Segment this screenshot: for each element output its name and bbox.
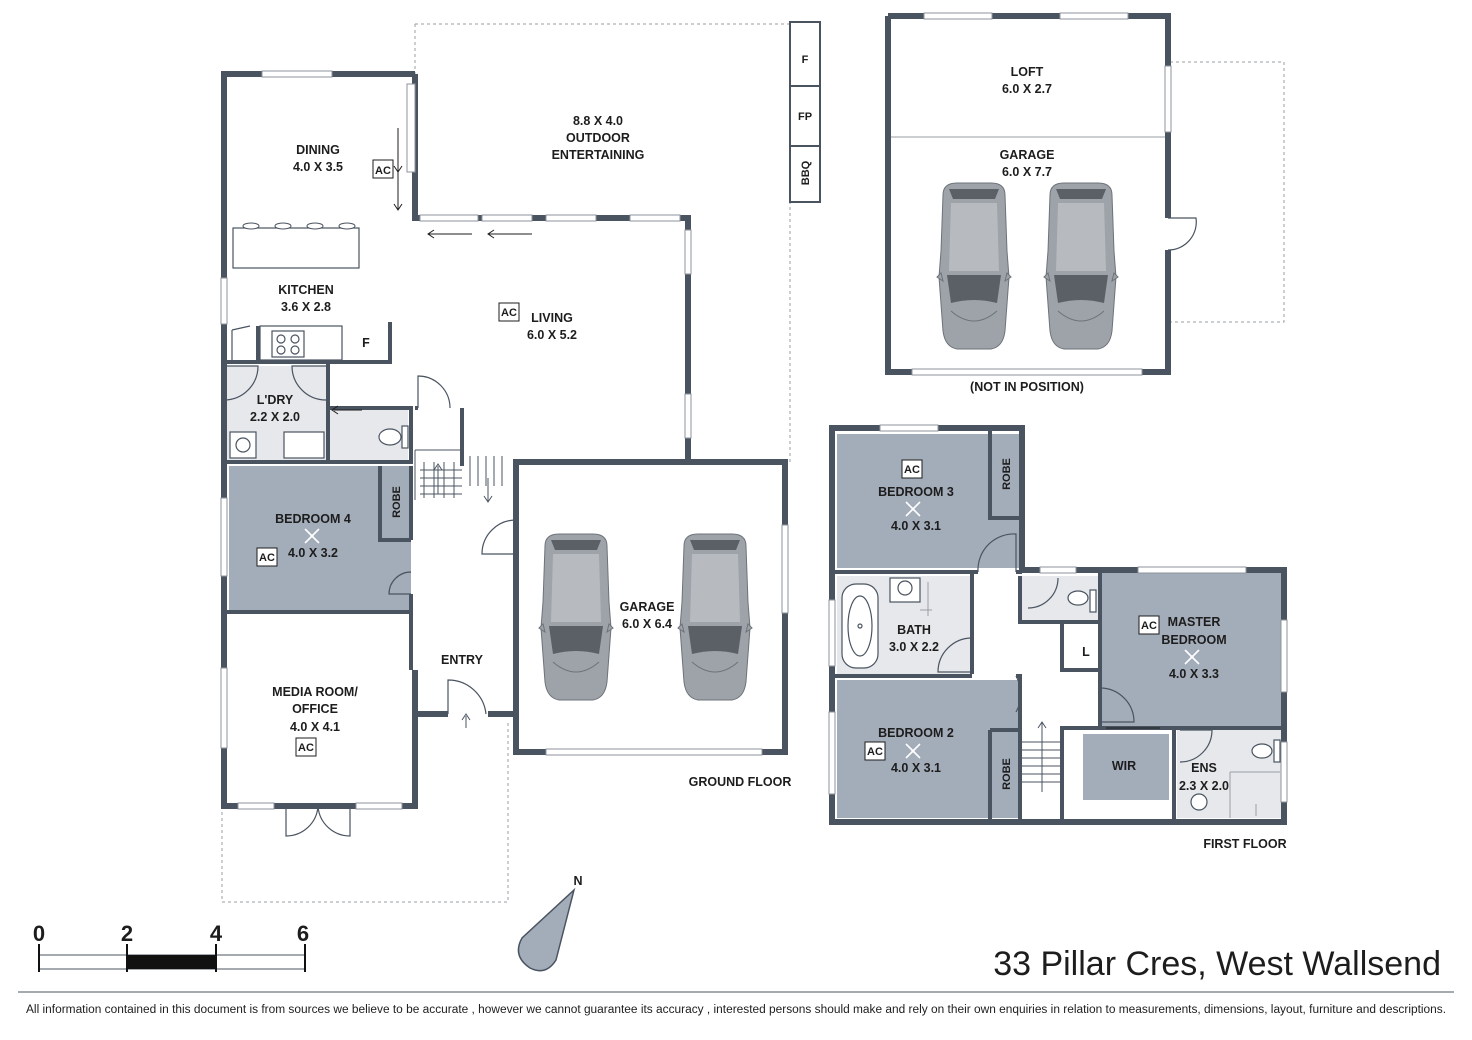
strip-fridge-tag: F: [802, 54, 809, 66]
linen-tag: L: [1082, 645, 1090, 659]
scale-tick-0: 0: [33, 921, 45, 946]
bedroom-2-name: BEDROOM 2: [878, 726, 954, 740]
entry-name: ENTRY: [441, 653, 484, 667]
bedroom-3-name: BEDROOM 3: [878, 485, 954, 499]
media-name-2: OFFICE: [292, 702, 338, 716]
loft-dims: 6.0 X 2.7: [1002, 82, 1052, 96]
scale-tick-4: 4: [210, 921, 223, 946]
dining-name: DINING: [296, 143, 340, 157]
ens-name: ENS: [1191, 761, 1217, 775]
living-dims: 6.0 X 5.2: [527, 328, 577, 342]
media-name-1: MEDIA ROOM/: [272, 685, 358, 699]
bbq-tag: BBQ: [800, 160, 812, 185]
dining-ac-tag: AC: [375, 165, 391, 177]
north-compass: N: [517, 874, 583, 972]
bedroom-3-ac-tag: AC: [904, 464, 920, 476]
master-ac-tag: AC: [1141, 620, 1157, 632]
master-dims: 4.0 X 3.3: [1169, 667, 1219, 681]
sliding-door-arrows: [393, 128, 532, 239]
kitchen-dims: 3.6 X 2.8: [281, 300, 331, 314]
scale-tick-2: 2: [121, 921, 133, 946]
wir-fill: [1083, 734, 1169, 800]
first-floor-label: FIRST FLOOR: [1203, 837, 1286, 851]
master-name-2: BEDROOM: [1161, 633, 1226, 647]
living-name: LIVING: [531, 311, 573, 325]
ground-floor: DINING 4.0 X 3.5 AC 8.8 X 4.0 OUTDOOR EN…: [220, 21, 821, 903]
kitchen-fridge-tag: F: [362, 336, 370, 350]
bedroom-4-name: BEDROOM 4: [275, 512, 351, 526]
outbuilding: LOFT 6.0 X 2.7 GARAGE 6.0 X 7.7 (NOT IN …: [885, 12, 1285, 394]
loft-name: LOFT: [1011, 65, 1044, 79]
bedroom-4-robe-tag: ROBE: [391, 486, 403, 518]
ground-floor-label: GROUND FLOOR: [689, 775, 792, 789]
bedroom-4-dims: 4.0 X 3.2: [288, 546, 338, 560]
media-ac-tag: AC: [298, 742, 314, 754]
scale-bar: 0 2 4 6: [33, 921, 309, 972]
fireplace-tag: FP: [798, 111, 812, 123]
kitchen-name: KITCHEN: [278, 283, 334, 297]
bedroom-3-dims: 4.0 X 3.1: [891, 519, 941, 533]
not-in-position-note: (NOT IN POSITION): [970, 380, 1084, 394]
scale-tick-6: 6: [297, 921, 309, 946]
outbuilding-garage-dims: 6.0 X 7.7: [1002, 165, 1052, 179]
bedroom-4-ac-tag: AC: [259, 552, 275, 564]
garage-dims: 6.0 X 6.4: [622, 617, 672, 631]
outdoor-name-1: OUTDOOR: [566, 131, 630, 145]
living-ac-tag: AC: [501, 307, 517, 319]
laundry-name: L'DRY: [257, 393, 294, 407]
bedroom-2-robe-tag: ROBE: [1001, 758, 1013, 790]
dining-dims: 4.0 X 3.5: [293, 160, 343, 174]
master-name-1: MASTER: [1168, 615, 1221, 629]
bedroom-3-robe-tag: ROBE: [1001, 458, 1013, 490]
laundry-dims: 2.2 X 2.0: [250, 410, 300, 424]
outdoor-name-2: ENTERTAINING: [552, 148, 645, 162]
bedroom-2-ac-tag: AC: [867, 746, 883, 758]
scale-bar-filled-segment: [127, 955, 216, 969]
wir-name: WIR: [1112, 759, 1136, 773]
compass-pointer: [517, 887, 576, 972]
garage-name: GARAGE: [620, 600, 675, 614]
property-address: 33 Pillar Cres, West Wallsend: [993, 945, 1441, 983]
bath-dims: 3.0 X 2.2: [889, 640, 939, 654]
first-floor: AC BEDROOM 3 4.0 X 3.1 ROBE BATH 3.0 X 2…: [828, 424, 1288, 851]
media-dims: 4.0 X 4.1: [290, 720, 340, 734]
bath-name: BATH: [897, 623, 931, 637]
master-fill: [1101, 572, 1281, 726]
ens-dims: 2.3 X 2.0: [1179, 779, 1229, 793]
outbuilding-garage-name: GARAGE: [1000, 148, 1055, 162]
compass-north-label: N: [573, 874, 582, 888]
disclaimer: All information contained in this docume…: [26, 1004, 1446, 1016]
outdoor-dims: 8.8 X 4.0: [573, 114, 623, 128]
bedroom-2-dims: 4.0 X 3.1: [891, 761, 941, 775]
